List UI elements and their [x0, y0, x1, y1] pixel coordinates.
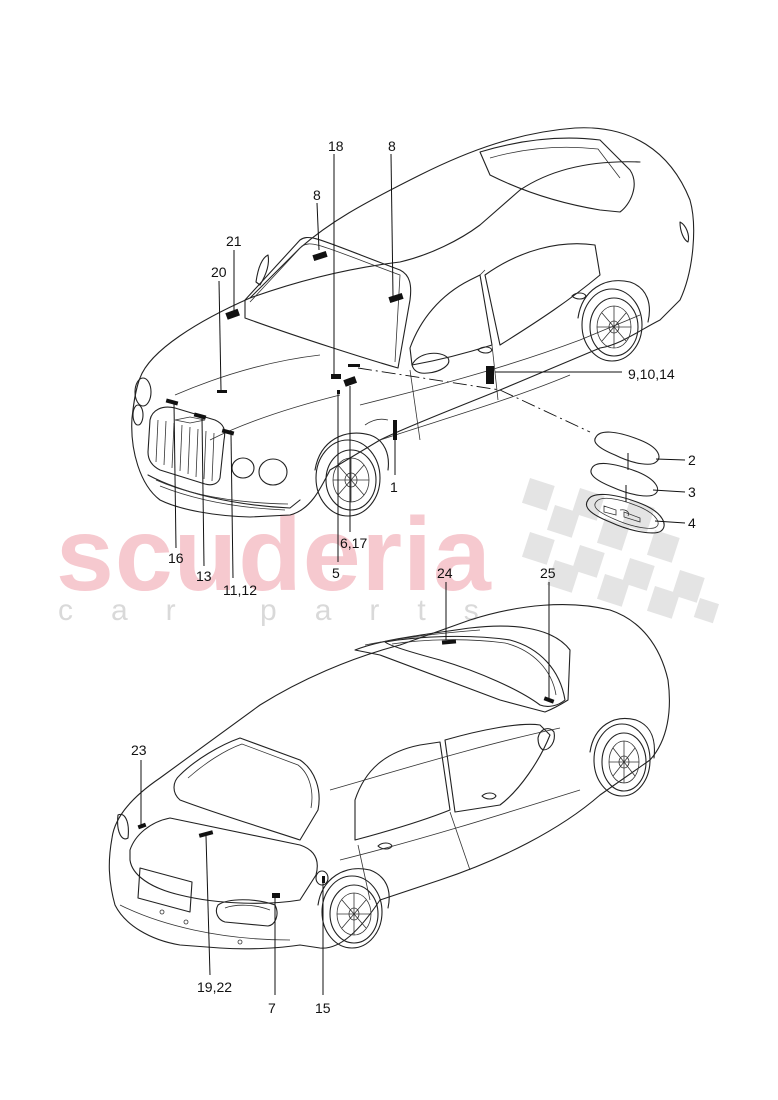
callout-23: 23: [131, 742, 147, 758]
rear-car-outline: [108, 604, 670, 950]
callout-16: 16: [168, 550, 184, 566]
front-car-part-markers: [165, 250, 494, 440]
callout-3: 3: [688, 484, 696, 500]
callout-15: 15: [315, 1000, 331, 1016]
callout-1: 1: [390, 479, 398, 495]
callout-8-top: 8: [388, 138, 396, 154]
callout-21: 21: [226, 233, 242, 249]
callout-7: 7: [268, 1000, 276, 1016]
callout-18: 18: [328, 138, 344, 154]
callout-labels: 18 8 8 21 20 9,10,14 2 3 4 1 16 13 11,12…: [131, 138, 696, 1016]
callout-6-17: 6,17: [340, 535, 367, 551]
callout-13: 13: [196, 568, 212, 584]
front-leader-lines: [173, 153, 686, 579]
watermark-tagline: car parts: [58, 594, 517, 627]
emblem-set: [585, 431, 665, 534]
front-car-outline: [131, 127, 695, 518]
rear-car-part-markers: [137, 639, 555, 898]
watermark-checker-flag: [521, 477, 720, 624]
callout-11-12: 11,12: [223, 582, 257, 598]
callout-19-22: 19,22: [197, 979, 232, 995]
callout-25: 25: [540, 565, 556, 581]
callout-4: 4: [688, 515, 696, 531]
callout-2: 2: [688, 452, 696, 468]
rear-leader-lines: [140, 582, 550, 995]
callout-9-10-14: 9,10,14: [628, 366, 675, 382]
callout-24: 24: [437, 565, 453, 581]
callout-5: 5: [332, 565, 340, 581]
callout-20: 20: [211, 264, 227, 280]
callout-8-windshield: 8: [313, 187, 321, 203]
